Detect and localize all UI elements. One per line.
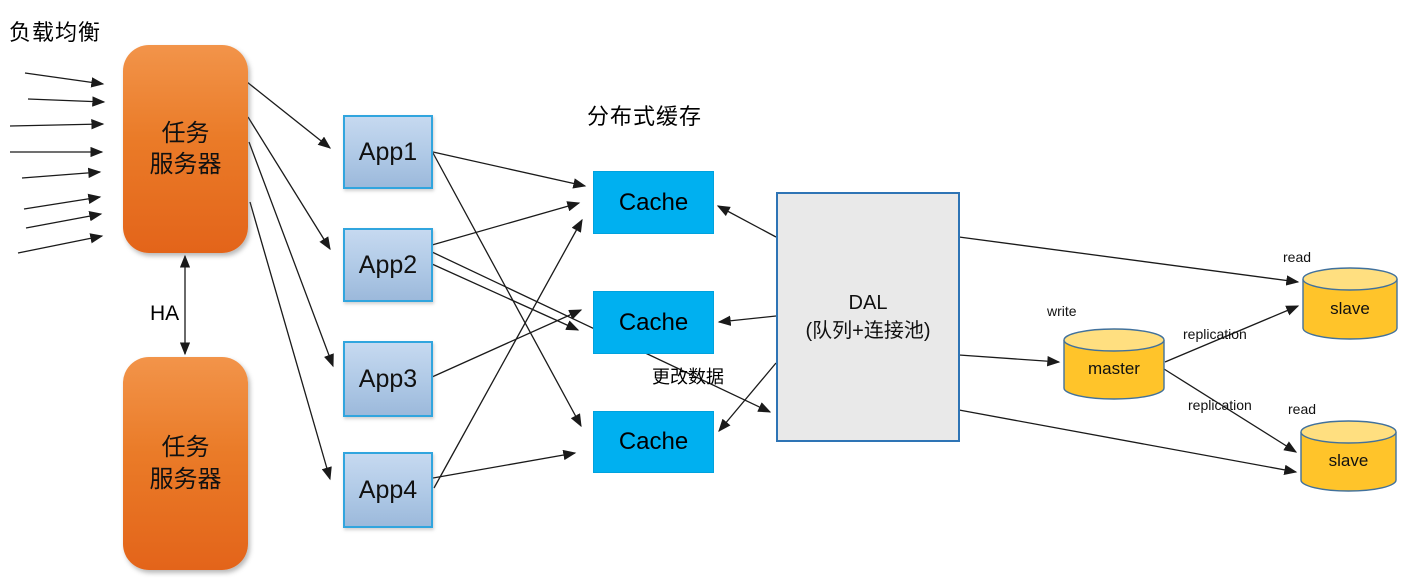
cache-node-1: Cache [593, 171, 714, 234]
edge-app2-cache1 [431, 201, 581, 246]
edge-master-slave-bottom-replication [1163, 368, 1298, 453]
edge-request-5 [21, 167, 102, 179]
dal-label-line2: (队列+连接池) [805, 320, 931, 342]
cache1-label: Cache [618, 188, 689, 216]
cache-node-2: Cache [593, 291, 714, 354]
edge-app4-cache1 [433, 218, 583, 489]
load-balancing-label: 负载均衡 [9, 20, 102, 45]
cache3-label: Cache [618, 428, 689, 455]
edge-app4-cache3 [432, 449, 577, 479]
edge-request-7 [25, 211, 103, 229]
read-label-top: read [1283, 249, 1312, 265]
dal-label-line1: DAL [848, 292, 888, 314]
edge-app3-cache2 [431, 309, 583, 378]
task-server-2-label-line1: 任务 [161, 434, 210, 462]
edge-dal-cache1 [716, 205, 777, 238]
task-server-node-2: 任务 服务器 [123, 357, 248, 570]
master-db-cylinder-shape [1063, 328, 1165, 400]
master-db-label: master [1088, 359, 1140, 378]
ha-label: HA [150, 302, 180, 325]
app3-label: App3 [358, 364, 418, 393]
master-db-node: master [1063, 328, 1165, 400]
edge-dal-slave-top-read [958, 236, 1300, 286]
app1-node: App1 [343, 115, 433, 189]
slave-db-node-top: slave [1302, 267, 1398, 340]
replication-label-top: replication [1183, 326, 1247, 342]
edge-server1-app1 [246, 81, 332, 149]
edge-master-slave-top-replication [1164, 305, 1300, 363]
read-label-bottom: read [1288, 401, 1317, 417]
change-data-label: 更改数据 [652, 367, 724, 387]
edge-dal-cache3 [718, 362, 777, 432]
task-server-2-label-line2: 服务器 [149, 465, 222, 493]
edge-request-6 [23, 193, 102, 210]
app2-node: App2 [343, 228, 433, 302]
edge-dal-cache2 [717, 315, 777, 326]
slave-db-top-cylinder-shape [1302, 267, 1398, 340]
slave-db-bottom-cylinder-shape [1300, 420, 1397, 492]
app1-label: App1 [358, 137, 418, 166]
task-server-1-label-line1: 任务 [161, 119, 210, 147]
replication-label-bottom: replication [1188, 397, 1252, 413]
edge-dal-master-write [958, 354, 1061, 367]
task-server-1-label-line2: 服务器 [149, 151, 222, 178]
app2-label: App2 [358, 250, 418, 279]
edge-app1-cache3 [432, 152, 582, 428]
edge-server1-app3 [248, 141, 334, 368]
edge-request-2 [27, 96, 106, 107]
slave-db-bottom-label: slave [1328, 451, 1369, 470]
write-label: write [1047, 303, 1077, 319]
edge-request-3 [9, 119, 105, 130]
edge-app2-cache2 [431, 263, 580, 331]
edge-server1-app4 [249, 201, 332, 481]
slave-db-top-label: slave [1330, 298, 1370, 318]
app4-node: App4 [343, 452, 433, 528]
edge-app1-cache1 [432, 151, 587, 189]
edge-request-8 [17, 233, 104, 254]
dal-node: DAL (队列+连接池) [776, 192, 960, 442]
distributed-cache-label: 分布式缓存 [587, 104, 703, 129]
app3-node: App3 [343, 341, 433, 417]
cache-node-3: Cache [593, 411, 714, 473]
edge-server1-app2 [247, 116, 331, 251]
edge-request-1 [24, 72, 105, 88]
task-server-node-1: 任务 服务器 [123, 45, 248, 253]
app4-label: App4 [358, 475, 418, 504]
slave-db-node-bottom: slave [1300, 420, 1397, 492]
edge-dal-slave-bottom-read [958, 409, 1298, 475]
cache2-label: Cache [618, 308, 689, 336]
